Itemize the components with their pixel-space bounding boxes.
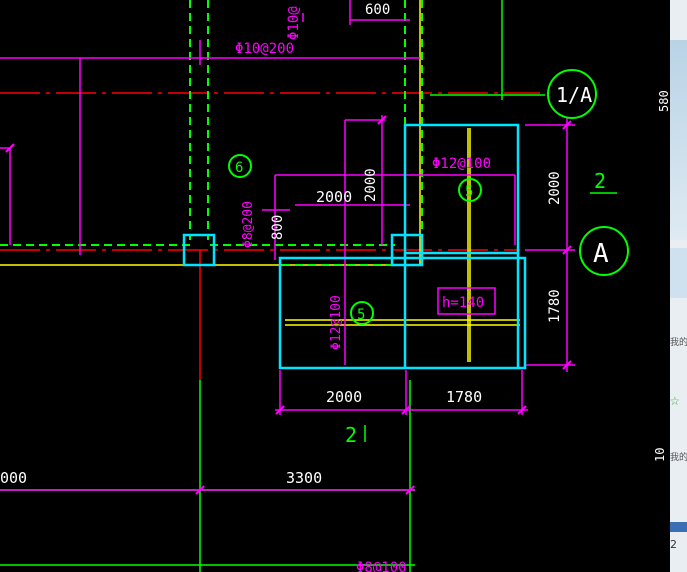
- axis-label-a: A: [593, 239, 609, 269]
- side-badge[interactable]: 2: [670, 538, 677, 551]
- beam-dashed-lines: [0, 0, 423, 266]
- h-label: h=140: [442, 295, 484, 311]
- circle-label-6: 6: [235, 160, 243, 176]
- rebar-bottom-vertical: Φ12@100: [329, 295, 344, 350]
- star-icon[interactable]: ☆: [670, 390, 680, 409]
- dim-3300: 3300: [286, 469, 322, 487]
- dim-800: 800: [270, 215, 286, 240]
- axis-label-2-bottom: 2: [345, 423, 357, 447]
- h-label-box: [437, 287, 496, 315]
- rebar-cyan-top-label: Φ12@100: [432, 156, 491, 172]
- dim-2000-vertical: 2000: [363, 168, 379, 202]
- dim-bottom-2000: 2000: [326, 388, 362, 406]
- side-text-2: 我的: [670, 453, 687, 463]
- side-text-1: 我的: [670, 338, 687, 348]
- cyan-slabs: [182, 123, 527, 370]
- top-rebar-label: Φ10@200: [235, 41, 294, 57]
- axis-label-1a: 1/A: [556, 83, 592, 107]
- axis-circles: [228, 69, 629, 325]
- axis-label-2-right: 2: [594, 169, 606, 193]
- cad-drawing-canvas: 600 Φ10@200 Φ10@ 1/A 580 Φ12@100 2000 20…: [0, 0, 670, 572]
- dim-right-2000: 2000: [547, 171, 563, 205]
- circle-label-5-bottom: 5: [357, 307, 365, 323]
- dim-left-000: 000: [0, 469, 27, 487]
- side-dark-block: [670, 522, 687, 532]
- top-dim-600: 600: [365, 2, 390, 18]
- right-small-10: 10: [653, 448, 667, 462]
- side-image-block-2[interactable]: [670, 248, 687, 298]
- axis-lines: [0, 92, 540, 380]
- axis-top-right-num: 580: [657, 90, 670, 112]
- dim-right-1780: 1780: [547, 289, 563, 323]
- side-image-block[interactable]: [670, 40, 687, 240]
- top-right-rebar-label: Φ10@: [286, 6, 302, 40]
- bottom-rebar-label: Φ8@100: [356, 560, 407, 572]
- circle-label-5-top: 5: [465, 184, 473, 200]
- dim-bottom-1780: 1780: [446, 388, 482, 406]
- rebar-left-vertical: Φ8@200: [241, 201, 256, 248]
- side-panel: 我的 ☆ 我的 2: [670, 0, 687, 572]
- dimension-ticks: [5, 115, 572, 495]
- dimension-lines: [0, 0, 575, 491]
- dim-2000-horizontal: 2000: [316, 188, 352, 206]
